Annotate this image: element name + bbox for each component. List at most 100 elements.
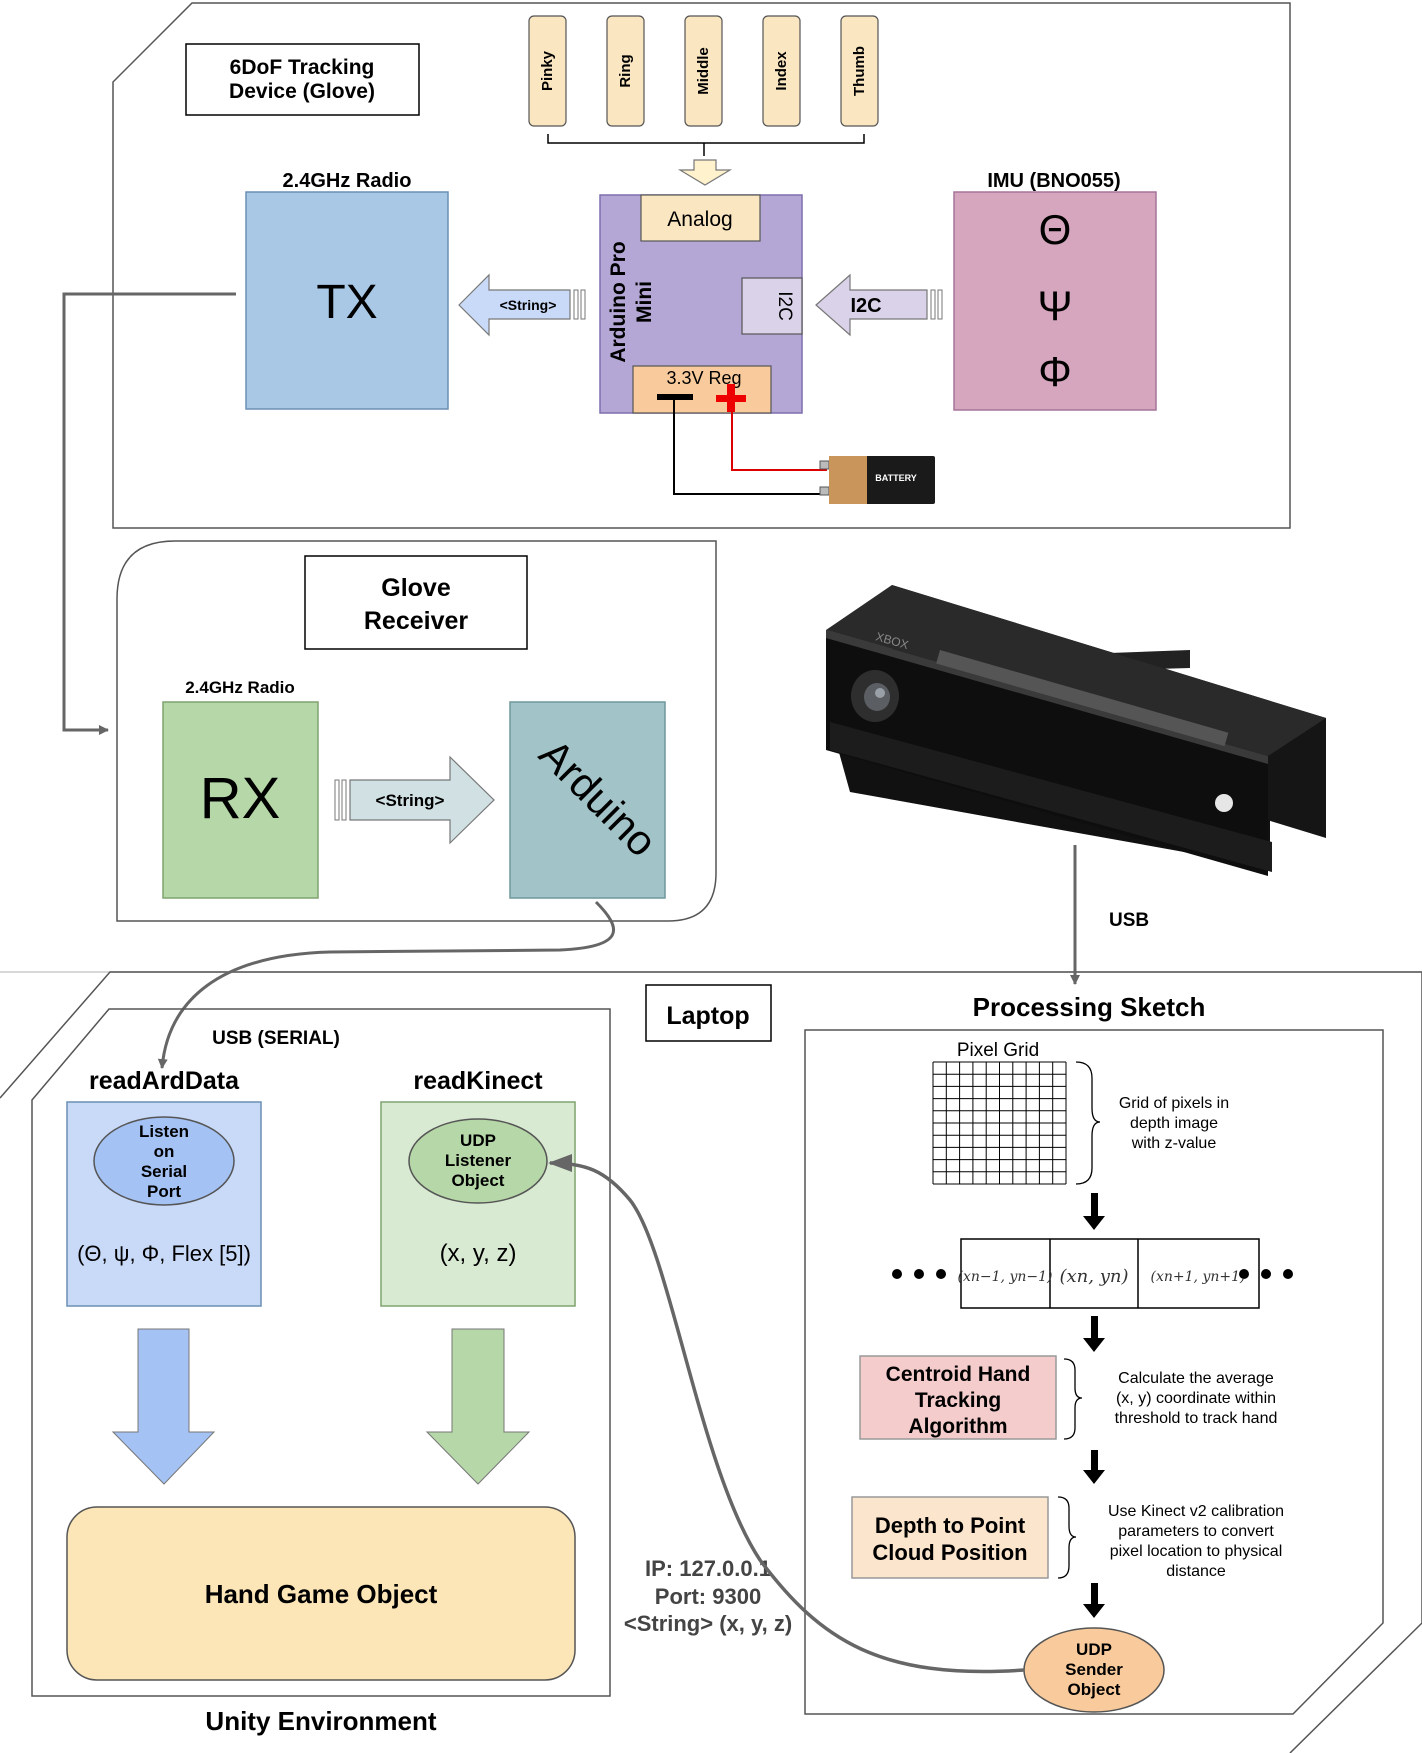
- read-ard-down-arrow: [111, 1328, 216, 1485]
- read-ard-values: (Θ, ψ, Φ, Flex [5]): [77, 1241, 251, 1266]
- udp-info-port: Port: 9300: [655, 1584, 761, 1609]
- kinect-usb-label: USB: [1109, 910, 1149, 931]
- mcu-label-line2: Mini: [633, 281, 656, 323]
- imu-symbol-psi: Ψ: [1037, 282, 1072, 329]
- centroid-note-2: (x, y) coordinate within: [1116, 1390, 1276, 1407]
- glove-title-line2: Device (Glove): [229, 80, 375, 103]
- battery-positive-wire: [731, 410, 827, 471]
- depth-down-arrow: [1083, 1583, 1105, 1618]
- read-kinect-down-arrow: [425, 1328, 531, 1485]
- coordinate-row: [960, 1238, 1260, 1309]
- regulator-plus-terminal: [716, 384, 746, 412]
- finger-sensor-index: [762, 15, 801, 127]
- i2c-port-label: I2C: [774, 291, 795, 321]
- grid-down-arrow: [1083, 1193, 1105, 1230]
- centroid-down-arrow: [1083, 1450, 1105, 1484]
- imu-symbol-phi: Φ: [1038, 348, 1072, 395]
- depth-brace: [1057, 1496, 1077, 1579]
- udp-listener-ellipse: [408, 1118, 548, 1204]
- hand-game-object-label: Hand Game Object: [205, 1579, 438, 1609]
- analog-port-label: Analog: [667, 208, 732, 231]
- udp-sender-line2: Sender: [1065, 1660, 1123, 1679]
- udp-listener-line1: UDP: [460, 1131, 496, 1150]
- imu-to-mcu-arrow-label: I2C: [850, 295, 881, 317]
- finger-sensors: Pinky Ring Middle Index Thumb: [528, 15, 879, 127]
- centroid-line1: Centroid Hand: [886, 1363, 1031, 1386]
- pixel-grid-brace: [1075, 1061, 1101, 1185]
- depth-note-3: pixel location to physical: [1110, 1543, 1283, 1560]
- laptop-title-box: [645, 984, 772, 1042]
- depth-line1: Depth to Point: [875, 1513, 1026, 1538]
- rx-radio-label: 2.4GHz Radio: [185, 678, 295, 697]
- centroid-line3: Algorithm: [908, 1415, 1007, 1438]
- serial-connector: [157, 900, 616, 1069]
- imu-block: [953, 191, 1157, 411]
- rx-block: [162, 701, 319, 899]
- udp-connector: [548, 1154, 1025, 1674]
- processing-title: Processing Sketch: [973, 992, 1206, 1022]
- udp-listener-line3: Object: [452, 1171, 505, 1190]
- finger-label-thumb: Thumb: [851, 46, 868, 96]
- finger-label-index: Index: [773, 51, 790, 91]
- centroid-note-3: threshold to track hand: [1115, 1410, 1278, 1427]
- regulator-minus-terminal: [657, 394, 693, 400]
- voltage-regulator-label: 3.3V Reg: [666, 368, 741, 388]
- coordinate-prev: (xn−1, yn−1): [958, 1269, 1053, 1285]
- udp-listener-line2: Listener: [445, 1151, 512, 1170]
- processing-panel: [804, 1029, 1384, 1715]
- finger-bracket: [547, 134, 865, 156]
- finger-to-analog-arrow: [677, 159, 733, 186]
- serial-listener-line2: on: [154, 1142, 175, 1161]
- pixel-grid: [932, 1061, 1067, 1185]
- coordinate-next: (xn+1, yn+1): [1151, 1269, 1246, 1285]
- mcu-to-tx-arrow-label: <String>: [500, 297, 557, 313]
- udp-sender-line1: UDP: [1076, 1640, 1112, 1659]
- imu-to-mcu-arrow-tail: [930, 289, 943, 320]
- finger-label-middle: Middle: [695, 47, 712, 95]
- rx-to-arduino-arrow: [349, 755, 495, 845]
- serial-listener-ellipse: [93, 1116, 235, 1206]
- read-kinect-values: (x, y, z): [440, 1240, 517, 1267]
- receiver-title-line1: Glove: [381, 574, 451, 602]
- tx-to-receiver-connector: [62, 292, 236, 735]
- finger-sensor-ring: [606, 15, 645, 127]
- unity-panel: [31, 1008, 611, 1697]
- tx-block: [245, 191, 449, 410]
- udp-sender-line3: Object: [1068, 1680, 1121, 1699]
- tx-radio-label: 2.4GHz Radio: [283, 170, 412, 192]
- battery-icon: BATTERY: [819, 456, 935, 504]
- pixel-grid-label: Pixel Grid: [957, 1040, 1039, 1061]
- finger-sensor-thumb: [840, 15, 879, 127]
- pixel-grid-note-1: Grid of pixels in: [1119, 1095, 1229, 1112]
- receiver-title-box: [304, 555, 528, 650]
- battery-label: BATTERY: [875, 473, 917, 483]
- usb-serial-label: USB (SERIAL): [212, 1028, 340, 1049]
- rx-to-arduino-arrow-tail: [334, 779, 347, 821]
- ellipsis-left: [892, 1269, 946, 1279]
- analog-port: [640, 194, 761, 242]
- receiver-title-line2: Receiver: [364, 607, 469, 635]
- unity-label: Unity Environment: [205, 1706, 436, 1736]
- centroid-brace: [1063, 1358, 1083, 1440]
- depth-line2: Cloud Position: [872, 1540, 1027, 1565]
- mcu-label-line1: Arduino Pro: [607, 241, 630, 362]
- receiver-arduino-block: [509, 701, 666, 899]
- read-kinect-title: readKinect: [413, 1067, 543, 1095]
- hand-game-object: [66, 1506, 576, 1681]
- serial-listener-line1: Listen: [139, 1122, 189, 1141]
- finger-label-ring: Ring: [617, 54, 634, 87]
- pixel-grid-note-2: depth image: [1130, 1115, 1218, 1132]
- centroid-block: [859, 1355, 1057, 1440]
- depth-note-4: distance: [1166, 1563, 1226, 1580]
- pixel-grid-note-3: with z-value: [1131, 1135, 1217, 1152]
- udp-info-ip: IP: 127.0.0.1: [645, 1556, 771, 1581]
- i2c-port: [741, 277, 803, 335]
- kinect-sensor-image: XBOX: [826, 585, 1326, 876]
- battery-negative-wire: [673, 400, 827, 495]
- finger-label-pinky: Pinky: [539, 50, 556, 91]
- laptop-panel: [0, 971, 1422, 1753]
- voltage-regulator: [632, 365, 772, 414]
- imu-to-mcu-arrow: [815, 273, 928, 337]
